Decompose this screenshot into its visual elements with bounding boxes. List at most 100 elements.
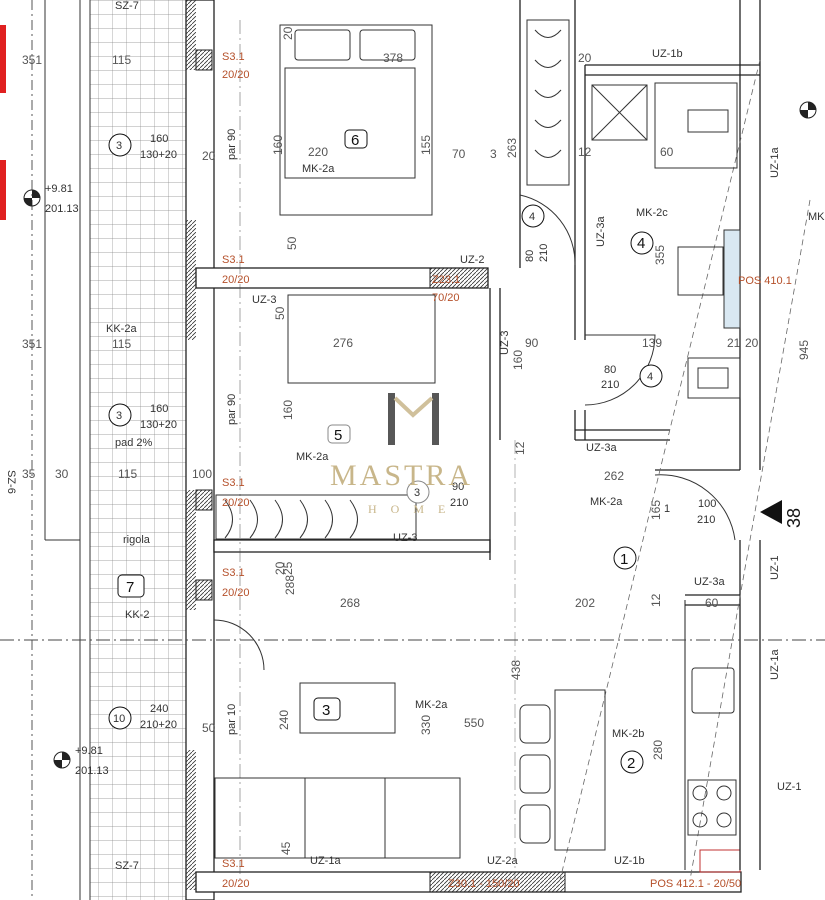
wardrobe-room6 bbox=[526, 19, 570, 186]
door-height: 210+20 bbox=[140, 719, 177, 731]
label-uz3: UZ-3 bbox=[499, 331, 511, 355]
door-height: 130+20 bbox=[140, 419, 177, 431]
dim: 351 bbox=[22, 53, 42, 67]
dim: 202 bbox=[575, 596, 595, 610]
door-width: 240 bbox=[150, 703, 168, 715]
dim: 60 bbox=[705, 596, 719, 610]
section-arrow-icon bbox=[760, 500, 782, 524]
label-s31: S3.1 bbox=[222, 51, 245, 63]
dim: 330 bbox=[419, 715, 433, 735]
label-uz3a: UZ-3a bbox=[694, 576, 725, 588]
terrace-grid bbox=[90, 0, 186, 900]
dim: 100 bbox=[192, 467, 212, 481]
label-par10: par 10 bbox=[226, 704, 238, 735]
dim: 115 bbox=[112, 53, 131, 67]
label-sz7-bottom: SZ-7 bbox=[115, 860, 139, 872]
dim: 12 bbox=[649, 593, 663, 607]
watermark-logo bbox=[388, 393, 439, 445]
column-block bbox=[195, 49, 213, 71]
door-width: 160 bbox=[150, 133, 168, 145]
door-width: 100 bbox=[698, 498, 716, 510]
toilet-sink bbox=[687, 357, 741, 399]
label-uz3a: UZ-3a bbox=[595, 216, 607, 247]
label-uz1a: UZ-1a bbox=[769, 147, 781, 178]
label-z231: Z23.1 bbox=[432, 274, 460, 286]
label-par90: par 90 bbox=[226, 394, 238, 425]
door-tag: 1 bbox=[664, 503, 670, 515]
red-marker-top bbox=[0, 25, 6, 93]
door-tag: 3 bbox=[116, 140, 122, 152]
label-uz1b: UZ-1b bbox=[652, 48, 683, 60]
bed-room5 bbox=[287, 294, 436, 384]
column-block bbox=[195, 489, 213, 511]
label-sz6: SZ-6 bbox=[5, 470, 17, 494]
label-rigola: rigola bbox=[123, 534, 151, 546]
label-s31-size: 20/20 bbox=[222, 587, 250, 599]
dim: 160 bbox=[281, 400, 295, 420]
dining-table bbox=[554, 689, 606, 851]
dim: 351 bbox=[22, 337, 42, 351]
dim: 550 bbox=[464, 716, 484, 730]
dim: 160 bbox=[271, 135, 285, 155]
door-height: 210 bbox=[601, 379, 619, 391]
dim: 268 bbox=[340, 596, 360, 610]
door-width: 90 bbox=[452, 481, 464, 493]
label-uz1a: UZ-1a bbox=[769, 649, 781, 680]
label-pos410: POS 410.1 bbox=[738, 275, 792, 287]
dim: 438 bbox=[509, 660, 523, 680]
label-uz1: UZ-1 bbox=[777, 781, 801, 793]
cooktop bbox=[687, 779, 737, 836]
label-mk2a: MK-2a bbox=[302, 163, 335, 175]
label-mk2a: MK-2a bbox=[590, 496, 623, 508]
wardrobe-room5 bbox=[215, 494, 417, 540]
door-height: 130+20 bbox=[140, 149, 177, 161]
door-width: 80 bbox=[524, 250, 536, 262]
dim: 20 bbox=[273, 561, 287, 575]
dim: 90 bbox=[525, 336, 539, 350]
dim: 115 bbox=[112, 337, 131, 351]
label-pad: pad 2% bbox=[115, 437, 153, 449]
room-number-6: 6 bbox=[351, 132, 359, 149]
dim: 30 bbox=[55, 467, 69, 481]
door-height: 210 bbox=[697, 514, 715, 526]
label-s31: S3.1 bbox=[222, 858, 245, 870]
label-uz1a: UZ-1a bbox=[310, 855, 341, 867]
door-tag: 3 bbox=[116, 410, 122, 422]
room-number-7: 7 bbox=[126, 579, 134, 596]
door-width: 80 bbox=[604, 364, 616, 376]
dim: 276 bbox=[333, 336, 353, 350]
dim: 50 bbox=[285, 236, 299, 250]
dim: 50 bbox=[202, 721, 216, 735]
label-s31: S3.1 bbox=[222, 477, 245, 489]
dim: 945 bbox=[797, 340, 811, 360]
label-uz3: UZ-3 bbox=[252, 294, 276, 306]
label-s31-size: 20/20 bbox=[222, 497, 250, 509]
elevation-label: 201.13 bbox=[45, 203, 79, 215]
label-uz2a: UZ-2a bbox=[487, 855, 518, 867]
room-number-2: 2 bbox=[627, 755, 635, 772]
label-mk2a: MK-2a bbox=[415, 699, 448, 711]
label-s31-size: 20/20 bbox=[222, 274, 250, 286]
label-mk2b: MK-2b bbox=[612, 728, 644, 740]
room-number-4: 4 bbox=[637, 235, 645, 252]
section-number: 38 bbox=[784, 508, 804, 528]
door-tag: 3 bbox=[414, 487, 420, 499]
dim: 20 bbox=[202, 149, 216, 163]
dim: 355 bbox=[653, 245, 667, 265]
west-wall bbox=[185, 0, 215, 900]
label-par90: par 90 bbox=[226, 129, 238, 160]
dim: 263 bbox=[505, 138, 519, 158]
room-number-1: 1 bbox=[620, 551, 628, 568]
dim: 35 bbox=[22, 467, 36, 481]
label-uz3: UZ-3 bbox=[393, 532, 417, 544]
label-mk: MK bbox=[808, 211, 825, 223]
dim: 139 bbox=[642, 336, 662, 350]
bed-room6 bbox=[279, 24, 433, 216]
elevation-label: +9.81 bbox=[45, 183, 73, 195]
door-width: 160 bbox=[150, 403, 168, 415]
kitchen-sink bbox=[691, 667, 735, 714]
label-z301: Z30.1 - 150/20 bbox=[448, 878, 520, 890]
dim: 220 bbox=[308, 145, 328, 159]
washing-machine bbox=[654, 82, 738, 169]
